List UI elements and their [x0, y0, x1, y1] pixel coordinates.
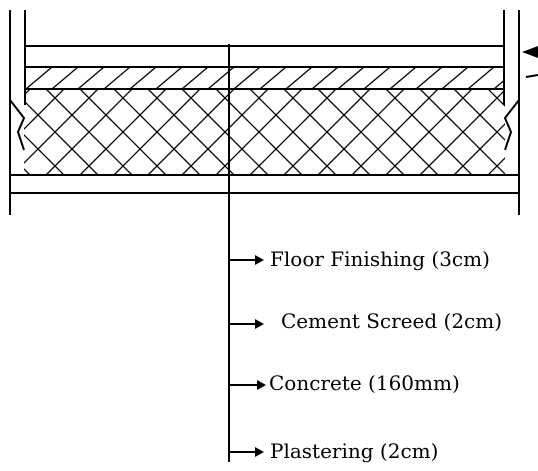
screed-hatch-line: [51, 67, 79, 89]
left-break-symbol: [9, 99, 26, 151]
screed-hatch-line: [389, 67, 417, 89]
screed-hatch-line: [77, 67, 105, 89]
right-arrowhead-mark: [522, 46, 538, 58]
screed-hatch-line: [25, 67, 53, 89]
concrete-hatch-line: [283, 89, 371, 175]
screed-hatch-line: [259, 67, 287, 89]
right-break-symbol: [503, 99, 520, 151]
screed-hatch-line: [285, 67, 313, 89]
screed-hatch-line: [467, 67, 495, 89]
screed-hatch-line: [363, 67, 391, 89]
screed-hatch-line: [311, 67, 339, 89]
screed-hatch-line: [103, 67, 131, 89]
concrete-hatch-line: [249, 89, 337, 175]
concrete-hatch-line: [45, 89, 133, 175]
screed-hatch-line: [441, 67, 469, 89]
screed-hatch-line: [24, 67, 27, 70]
label-concrete: Concrete (160mm): [269, 371, 460, 395]
concrete-hatch-line: [351, 89, 439, 175]
concrete-hatch-line: [522, 89, 538, 175]
concrete-hatch-line: [487, 157, 505, 175]
concrete-hatch-line: [24, 134, 65, 175]
cement-screed-hatch: [24, 67, 538, 89]
concrete-hatch-line: [419, 89, 505, 175]
concrete-hatch-line: [487, 89, 505, 107]
callout-floor-finishing: Floor Finishing (3cm): [229, 247, 490, 271]
screed-hatch-line: [520, 67, 538, 89]
callout-concrete: Concrete (160mm): [229, 371, 460, 395]
callout-arrowhead: [255, 447, 264, 457]
concrete-hatch-line: [24, 89, 65, 130]
screed-hatch-line: [493, 78, 505, 89]
screed-hatch-line: [207, 67, 235, 89]
label-floor-finishing: Floor Finishing (3cm): [270, 247, 490, 271]
concrete-hatch-line: [453, 89, 505, 141]
screed-hatch-line: [415, 67, 443, 89]
screed-hatch-line: [233, 67, 261, 89]
label-plastering: Plastering (2cm): [270, 439, 438, 463]
screed-hatch-line: [155, 67, 183, 89]
right-tick-mark: [525, 74, 538, 78]
concrete-hatch-line: [147, 89, 235, 175]
concrete-hatch-line: [317, 89, 405, 175]
concrete-hatch-line: [385, 89, 473, 175]
concrete-hatch-line: [79, 89, 167, 175]
screed-hatch-line: [129, 67, 157, 89]
concrete-hatch-line: [181, 89, 269, 175]
slab-outline: [9, 10, 520, 215]
label-cement-screed: Cement Screed (2cm): [281, 309, 502, 333]
callout-arrowhead: [255, 319, 264, 329]
screed-hatch-line: [181, 67, 209, 89]
concrete-hatch: [24, 89, 538, 175]
callout-plastering: Plastering (2cm): [229, 439, 438, 463]
screed-hatch-line: [337, 67, 365, 89]
callout-cement-screed: Cement Screed (2cm): [229, 309, 502, 333]
concrete-hatch-line: [215, 89, 303, 175]
callout-arrowhead: [255, 255, 264, 265]
concrete-hatch-line: [24, 100, 99, 175]
callout-arrowhead: [257, 380, 266, 390]
concrete-hatch-line: [113, 89, 201, 175]
concrete-hatch-line: [522, 89, 538, 175]
